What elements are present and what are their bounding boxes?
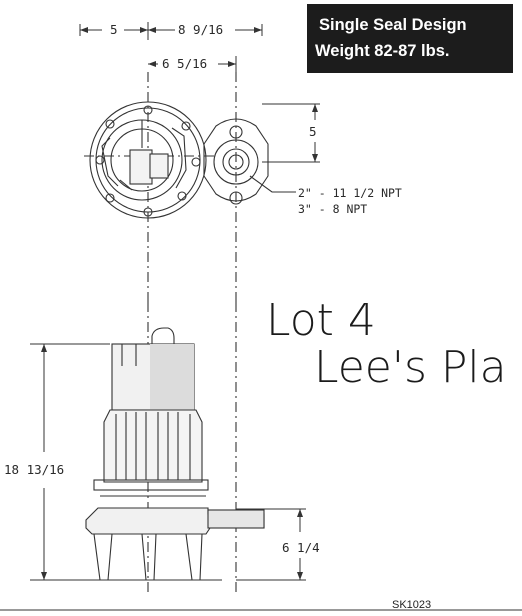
handwritten-lot: Lot 4 <box>266 295 376 346</box>
banner-title: Single Seal Design <box>319 16 467 34</box>
dimension-discharge-offset: 6 5/16 <box>162 56 207 71</box>
pump-top-view <box>84 72 296 302</box>
dimension-flange-height: 5 <box>309 124 317 139</box>
handwritten-place: Lee's Pla <box>314 342 507 393</box>
side-dimensions <box>30 343 306 581</box>
discharge-spec-3in: 3" - 8 NPT <box>298 202 367 216</box>
drawing-code: SK1023 <box>392 599 431 611</box>
dimension-discharge-height: 6 1/4 <box>282 540 320 555</box>
banner-background <box>307 4 513 73</box>
dimension-top-overall-width: 8 9/16 <box>178 22 223 37</box>
pump-side-view <box>85 302 265 592</box>
dimension-overall-height: 18 13/16 <box>4 462 64 477</box>
discharge-spec-2in: 2" - 11 1/2 NPT <box>298 186 402 200</box>
top-dimensions <box>79 22 320 163</box>
banner-weight: Weight 82-87 lbs. <box>315 42 449 60</box>
dimension-top-left-width: 5 <box>110 22 118 37</box>
banner: Single Seal Design Weight 82-87 lbs. <box>307 4 513 73</box>
handwritten-note: Lot 4 Lee's Pla <box>266 295 507 393</box>
